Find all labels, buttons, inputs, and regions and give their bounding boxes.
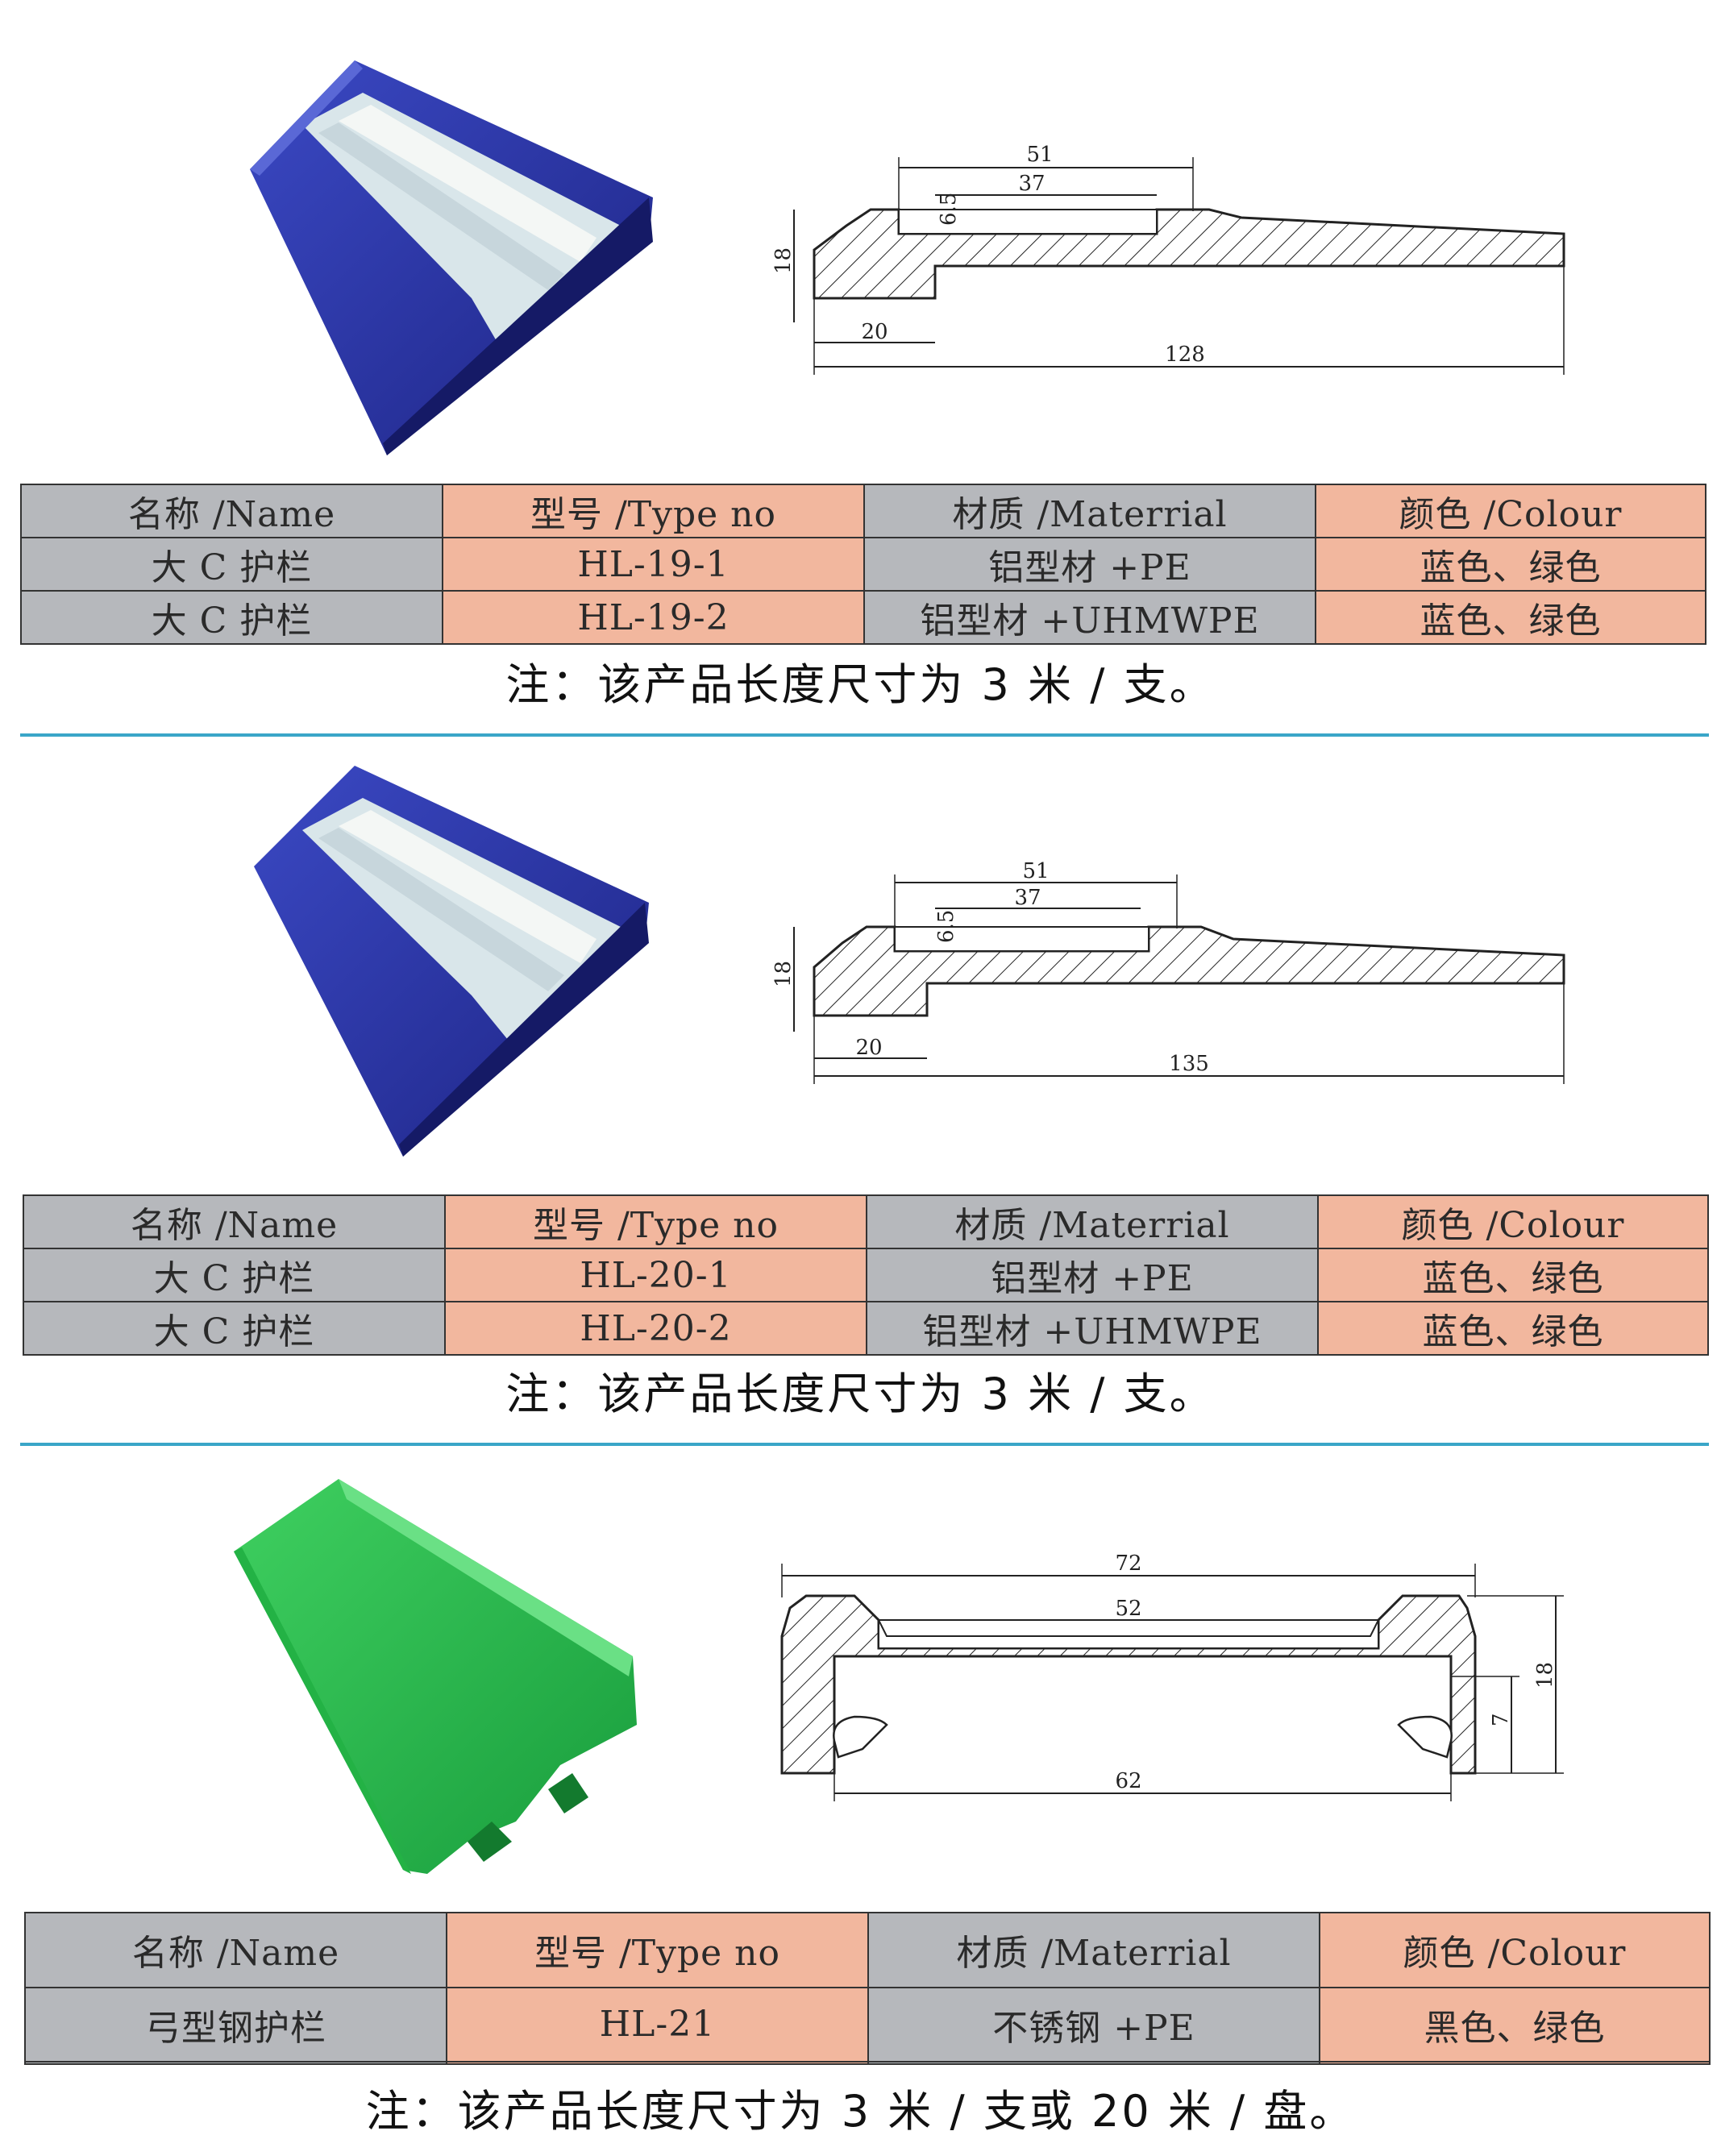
cell-name (24, 2061, 447, 2065)
dim-lip: 6.5 (937, 193, 961, 226)
dim-length: 128 (1165, 343, 1205, 367)
dim-outer-width: 72 (1115, 1552, 1141, 1576)
cross-section-drawing-hl20: 51 37 6.5 18 20 135 (774, 859, 1565, 1084)
table-row: 大 C 护栏 HL-20-1 铝型材 +PE 蓝色、绿色 (23, 1248, 1709, 1302)
table-row: 大 C 护栏 HL-20-2 铝型材 +UHMWPE 蓝色、绿色 (23, 1301, 1709, 1356)
dim-base: 20 (861, 320, 888, 344)
cell-material (867, 2061, 1320, 2065)
cell-material: 铝型材 +PE (863, 537, 1316, 592)
cell-type: HL-19-2 (442, 590, 865, 645)
cell-colour: 蓝色、绿色 (1317, 1248, 1709, 1302)
table-header-row: 名称 /Name 型号 /Type no 材质 /Materrial 颜色 /C… (20, 484, 1706, 538)
table-row: 大 C 护栏 HL-19-1 铝型材 +PE 蓝色、绿色 (20, 537, 1706, 592)
header-type: 型号 /Type no (442, 484, 865, 538)
spec-table-hl20: 名称 /Name 型号 /Type no 材质 /Materrial 颜色 /C… (23, 1194, 1709, 1356)
section-divider (20, 1443, 1709, 1446)
dim-inner-width: 37 (1014, 886, 1041, 910)
cell-name: 大 C 护栏 (23, 1248, 446, 1302)
cell-colour: 黑色、绿色 (1319, 1986, 1711, 2063)
spec-table-hl19: 名称 /Name 型号 /Type no 材质 /Materrial 颜色 /C… (20, 484, 1706, 645)
header-type: 型号 /Type no (446, 1912, 869, 1988)
header-name: 名称 /Name (24, 1912, 447, 1988)
dim-height: 18 (774, 961, 796, 987)
spec-table-hl21: 名称 /Name 型号 /Type no 材质 /Materrial 颜色 /C… (24, 1912, 1711, 2065)
product-image-blue-c-rail (254, 766, 649, 1157)
length-note: 注：该产品长度尺寸为 3 米 / 支或 20 米 / 盘。 (365, 2086, 1356, 2137)
product-image-green-bow-rail (234, 1479, 637, 1874)
cell-type: HL-20-2 (444, 1301, 867, 1356)
length-note: 注：该产品长度尺寸为 3 米 / 支。 (505, 1369, 1216, 1419)
length-note: 注：该产品长度尺寸为 3 米 / 支。 (505, 659, 1216, 710)
cell-colour (1319, 2061, 1711, 2065)
dim-top-width: 51 (1022, 859, 1049, 883)
table-row (24, 2061, 1711, 2065)
table-row: 弓型钢护栏 HL-21 不锈钢 +PE 黑色、绿色 (24, 1986, 1711, 2063)
dim-length: 135 (1169, 1052, 1209, 1076)
cell-name: 大 C 护栏 (20, 590, 443, 645)
cell-material: 铝型材 +PE (866, 1248, 1319, 1302)
dim-bottom-inner: 62 (1115, 1769, 1141, 1793)
cell-type: HL-20-1 (444, 1248, 867, 1302)
cell-name: 弓型钢护栏 (24, 1986, 447, 2063)
cell-name: 大 C 护栏 (23, 1301, 446, 1356)
cell-material: 铝型材 +UHMWPE (866, 1301, 1319, 1356)
cell-material: 铝型材 +UHMWPE (863, 590, 1316, 645)
table-row: 大 C 护栏 HL-19-2 铝型材 +UHMWPE 蓝色、绿色 (20, 590, 1706, 645)
dim-height: 18 (1533, 1662, 1557, 1689)
section-divider (20, 733, 1709, 737)
cell-name: 大 C 护栏 (20, 537, 443, 592)
table-header-row: 名称 /Name 型号 /Type no 材质 /Materrial 颜色 /C… (24, 1912, 1711, 1988)
dim-base: 20 (855, 1036, 882, 1060)
dim-top-inner: 52 (1115, 1597, 1141, 1621)
cell-colour: 蓝色、绿色 (1315, 537, 1706, 592)
header-type: 型号 /Type no (444, 1194, 867, 1249)
header-material: 材质 /Materrial (866, 1194, 1319, 1249)
cell-material: 不锈钢 +PE (867, 1986, 1320, 2063)
header-colour: 颜色 /Colour (1315, 484, 1706, 538)
header-colour: 颜色 /Colour (1319, 1912, 1711, 1988)
dim-top-width: 51 (1026, 143, 1053, 167)
dim-lip: 6.5 (934, 910, 958, 943)
header-colour: 颜色 /Colour (1317, 1194, 1709, 1249)
product-image-blue-c-rail (250, 60, 653, 455)
header-name: 名称 /Name (23, 1194, 446, 1249)
cross-section-drawing-hl21: 72 52 62 7 18 (780, 1552, 1564, 1801)
dim-hook: 7 (1489, 1713, 1513, 1726)
cell-colour: 蓝色、绿色 (1317, 1301, 1709, 1356)
dim-height: 18 (774, 247, 796, 274)
header-material: 材质 /Materrial (867, 1912, 1320, 1988)
header-material: 材质 /Materrial (863, 484, 1316, 538)
cell-type (446, 2061, 869, 2065)
cross-section-drawing-hl19: 51 37 6.5 18 20 128 (774, 143, 1565, 375)
table-header-row: 名称 /Name 型号 /Type no 材质 /Materrial 颜色 /C… (23, 1194, 1709, 1249)
cell-colour: 蓝色、绿色 (1315, 590, 1706, 645)
dim-inner-width: 37 (1018, 172, 1045, 196)
cell-type: HL-19-1 (442, 537, 865, 592)
cell-type: HL-21 (446, 1986, 869, 2063)
header-name: 名称 /Name (20, 484, 443, 538)
